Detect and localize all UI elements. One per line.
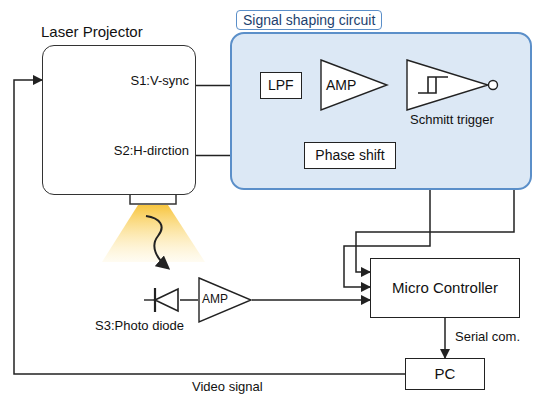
projector-box: Laser ProjectorS1:V-syncS2:H-dirction bbox=[42, 45, 196, 195]
group-heading: Laser Projector bbox=[41, 23, 143, 40]
inverter-bubble bbox=[489, 81, 498, 90]
amplifier-symbol: AMP bbox=[320, 59, 388, 111]
light-cone bbox=[102, 205, 205, 262]
node-label: AMP bbox=[198, 293, 228, 307]
node-label: PC bbox=[435, 365, 456, 382]
light-arrow bbox=[146, 216, 168, 268]
triangle bbox=[321, 60, 387, 110]
triangle bbox=[199, 278, 251, 322]
circuit-band: Signal shaping circuitLPFAMPSchmitt trig… bbox=[230, 32, 532, 190]
hysteresis-symbol bbox=[418, 77, 448, 93]
amplifier-symbol: AMP bbox=[198, 277, 252, 323]
triangle bbox=[407, 60, 488, 110]
node-label: LPF bbox=[268, 77, 294, 93]
photodiode-symbol: S3:Photo diode bbox=[150, 285, 180, 315]
wire-label: Video signal bbox=[190, 379, 265, 394]
signal-wire bbox=[180, 299, 198, 301]
node-label: Schmitt trigger bbox=[410, 113, 494, 128]
node-label: Phase shift bbox=[315, 147, 384, 163]
schmitt-trigger-symbol: Schmitt trigger bbox=[406, 59, 498, 111]
node-label: Micro Controller bbox=[392, 279, 498, 296]
schmitt-trigger-symbol-outline bbox=[406, 59, 498, 111]
node-label: S3:Photo diode bbox=[95, 319, 184, 334]
signal-wire bbox=[444, 318, 446, 358]
projector-lens bbox=[130, 194, 176, 204]
photodiode-symbol-outline bbox=[150, 285, 180, 315]
diode-triangle bbox=[155, 289, 178, 311]
controller-box: Micro Controller bbox=[370, 258, 520, 318]
diode-lead bbox=[144, 299, 155, 300]
filter-box: LPF bbox=[260, 72, 302, 99]
pc-box: PC bbox=[405, 358, 485, 390]
process-box: Phase shift bbox=[304, 142, 396, 169]
group-heading: Signal shaping circuit bbox=[236, 10, 382, 30]
wire-label: Serial com. bbox=[453, 329, 522, 344]
signal-name: S1:V-sync bbox=[130, 74, 189, 89]
signal-wire bbox=[252, 299, 370, 301]
signal-name: S2:H-dirction bbox=[114, 144, 189, 159]
node-label: AMP bbox=[320, 77, 356, 93]
